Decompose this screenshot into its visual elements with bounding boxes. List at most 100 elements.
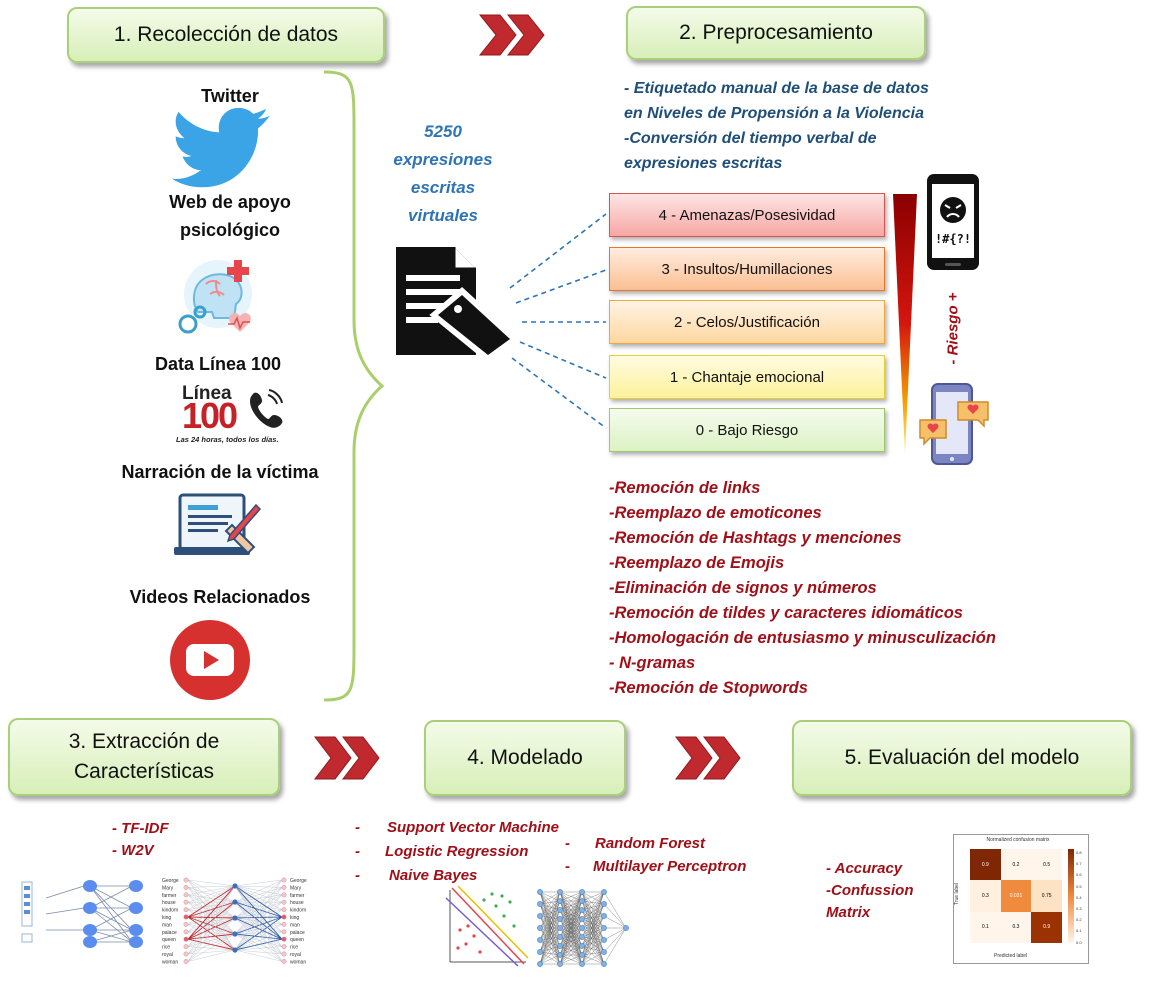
- w2v-edge: [234, 902, 283, 935]
- mlp-edge: [539, 936, 561, 941]
- w2v-node: [183, 914, 189, 920]
- mlp-edge: [539, 927, 561, 965]
- level-0-label: 0 - Bajo Riesgo: [695, 421, 799, 439]
- mlp-edge: [559, 891, 583, 965]
- mlp-edge: [581, 891, 605, 905]
- w2v-edge: [234, 901, 283, 962]
- youtube-icon: [170, 620, 250, 700]
- w2v-edge: [187, 885, 236, 932]
- w2v-edge: [234, 879, 283, 951]
- mlp-edge: [559, 891, 583, 938]
- w2v-edge: [234, 885, 283, 888]
- w2v-node: [183, 907, 189, 912]
- w2v-edge: [187, 931, 236, 935]
- confusion-matrix-thumbnail: Normalized confusion matrix True label P…: [953, 834, 1089, 964]
- w2v-node: [183, 899, 189, 905]
- w2v-edge: [234, 931, 283, 935]
- expressions-line2: escritas: [410, 178, 476, 197]
- linea100-logo-number: 100: [182, 395, 238, 436]
- mlp-edge: [603, 927, 627, 953]
- mlp-edge: [581, 891, 605, 917]
- w2v-node: [281, 892, 287, 898]
- w2v-output-word: rice: [290, 945, 298, 951]
- mlp-node: [537, 901, 543, 907]
- w2v-input-word: royal: [162, 952, 173, 958]
- w2v-node: [281, 922, 287, 927]
- w2v-edge: [234, 917, 283, 955]
- w2v-edge: [187, 917, 236, 962]
- model-logreg: -Logistic Regression: [355, 843, 529, 860]
- evaluation-list: - Accuracy -Confussion Matrix: [826, 858, 914, 924]
- mlp-edge: [539, 927, 561, 953]
- w2v-edge: [187, 894, 236, 935]
- w2v-edge: [234, 938, 283, 951]
- labeling-description: - Etiquetado manual de la base de datos …: [624, 76, 929, 176]
- w2v-node: [183, 884, 189, 890]
- level-3-label: 3 - Insultos/Humillaciones: [661, 260, 833, 278]
- mlp-edge: [559, 900, 583, 965]
- w2v-edge: [187, 902, 236, 951]
- mlp-edge: [539, 903, 561, 911]
- w2v-edge: [234, 933, 283, 947]
- w2v-edge: [187, 901, 236, 918]
- mlp-edge: [559, 927, 583, 965]
- mlp-edge: [581, 891, 605, 965]
- w2v-input-word: kindom: [162, 908, 178, 914]
- mlp-edge: [581, 915, 605, 920]
- mlp-edge: [581, 939, 605, 965]
- level-4-label: 4 - Amenazas/Posesividad: [658, 206, 836, 224]
- mlp-edge: [581, 891, 605, 947]
- expressions-block: 5250 expresiones escritas virtuales: [378, 118, 508, 230]
- cm-cell: 0.1: [970, 911, 1001, 943]
- mlp-network-thumbnail: [537, 889, 629, 967]
- w2v-output-word: farmer: [290, 893, 305, 899]
- mlp-edge: [581, 951, 605, 965]
- w2v-edge: [234, 916, 283, 935]
- mlp-edge: [581, 927, 605, 947]
- source-videos-label: Videos Relacionados: [129, 587, 311, 607]
- mlp-node: [579, 889, 585, 895]
- mlp-node: [557, 943, 563, 949]
- w2v-node: [183, 959, 189, 964]
- w2v-input-word: king: [162, 915, 171, 921]
- w2v-edge: [187, 887, 236, 903]
- level-0-box: 0 - Bajo Riesgo: [609, 408, 885, 452]
- w2v-edge: [234, 887, 283, 903]
- mlp-node: [601, 961, 607, 967]
- w2v-edge: [234, 931, 283, 951]
- mlp-node: [557, 907, 563, 913]
- document-stack-icon: [396, 247, 519, 363]
- labeling-line-3: -Conversión del tiempo verbal de: [624, 130, 877, 147]
- cm-colorbar-tick: 0.5: [1076, 883, 1082, 889]
- mlp-edge: [581, 936, 605, 965]
- eval-accuracy: - Accuracy: [826, 860, 903, 877]
- w2v-edge: [187, 894, 236, 951]
- mlp-edge: [603, 927, 627, 965]
- cm-cell: 0.2: [1000, 849, 1032, 881]
- w2v-edge: [187, 933, 236, 940]
- step-4-box: 4. Modelado: [424, 720, 626, 796]
- mlp-node: [557, 934, 563, 940]
- step-5-title: 5. Evaluación del modelo: [844, 746, 1080, 769]
- cm-xlabel: Predicted label: [994, 953, 1028, 959]
- w2v-output-word: queen: [290, 937, 304, 943]
- w2v-edge: [187, 902, 236, 935]
- mlp-node: [537, 889, 543, 895]
- mlp-edge: [539, 891, 561, 911]
- w2v-edge: [234, 887, 283, 951]
- writing-document-icon: [174, 493, 262, 555]
- w2v-edge: [234, 917, 283, 962]
- preprocessing-item: - N-gramas: [609, 654, 696, 672]
- w2v-edge: [234, 894, 283, 903]
- w2v-edge: [234, 916, 283, 951]
- w2v-edge: [187, 885, 236, 962]
- w2v-edge: [187, 931, 236, 951]
- w2v-edge: [234, 933, 283, 955]
- mlp-node: [537, 961, 543, 967]
- w2v-edge: [187, 917, 236, 925]
- twitter-bird-icon: [171, 107, 270, 188]
- feature-tfidf: - TF-IDF: [112, 820, 169, 837]
- cm-cell: 0.3: [1000, 911, 1032, 943]
- w2v-node: [281, 959, 287, 964]
- w2v-edge: [187, 879, 236, 887]
